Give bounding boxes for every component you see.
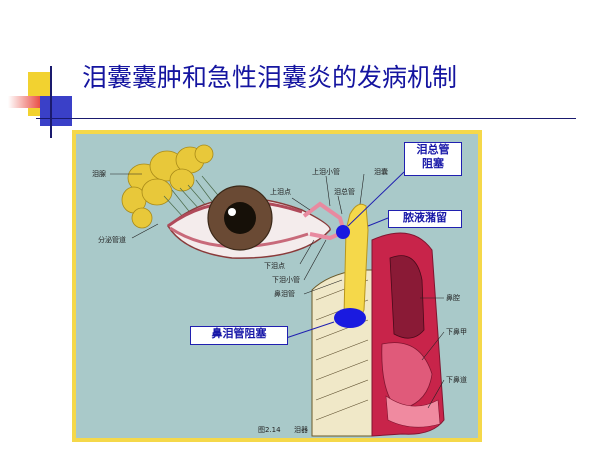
label-inferior-turbinate: 下鼻甲 bbox=[446, 327, 467, 336]
label-secretory-ducts: 分泌管道 bbox=[98, 235, 126, 244]
label-lacrimal-sac: 泪囊 bbox=[374, 167, 388, 176]
label-lower-canaliculus: 下泪小管 bbox=[272, 275, 300, 284]
slide-title: 泪囊囊肿和急性泪囊炎的发病机制 bbox=[82, 63, 458, 92]
leader-lines bbox=[110, 173, 445, 409]
label-lower-punctum: 下泪点 bbox=[264, 262, 285, 270]
label-common-canaliculus: 泪总管 bbox=[334, 187, 355, 196]
lacrimal-gland-shape bbox=[121, 144, 214, 229]
label-nasal-cavity: 鼻腔 bbox=[446, 293, 460, 302]
decor-vertical-line bbox=[50, 66, 52, 138]
label-upper-canaliculus: 上泪小管 bbox=[312, 167, 340, 176]
label-inferior-meatus: 下鼻道 bbox=[446, 375, 467, 384]
middle-turbinate-shape bbox=[389, 255, 425, 339]
decor-red-bar bbox=[8, 96, 42, 108]
callout-nasolacrimal-obstruction: 鼻泪管阻塞 bbox=[190, 326, 288, 345]
label-upper-punctum: 上泪点 bbox=[270, 187, 291, 196]
pupil bbox=[224, 202, 256, 234]
common-canaliculus-obstruction-marker bbox=[336, 225, 350, 239]
callout-common-canaliculus-obstruction: 泪总管 阻塞 bbox=[404, 142, 462, 176]
callout-connectors bbox=[285, 171, 405, 339]
callout-pus-retention: 脓液潴留 bbox=[388, 210, 462, 228]
nasolacrimal-obstruction-marker bbox=[334, 308, 366, 328]
inferior-turbinate-shape bbox=[381, 342, 433, 411]
inferior-meatus-shape bbox=[385, 395, 441, 428]
decor-blue-square bbox=[40, 96, 72, 126]
label-lacrimal-gland: 泪腺 bbox=[92, 169, 106, 178]
eye-highlight bbox=[228, 208, 236, 216]
figure-frame: 泪腺 分泌管道 上泪点 上泪小管 泪总管 泪囊 下泪点 下泪小管 鼻泪管 鼻腔 … bbox=[72, 130, 482, 442]
caption-number: 图2.14 bbox=[258, 426, 281, 434]
caption-title: 泪器 bbox=[294, 426, 308, 434]
decor-horizontal-line bbox=[36, 118, 576, 119]
lacrimal-diagram: 泪腺 分泌管道 上泪点 上泪小管 泪总管 泪囊 下泪点 下泪小管 鼻泪管 鼻腔 … bbox=[76, 134, 478, 438]
label-nasolacrimal-duct: 鼻泪管 bbox=[274, 289, 295, 298]
